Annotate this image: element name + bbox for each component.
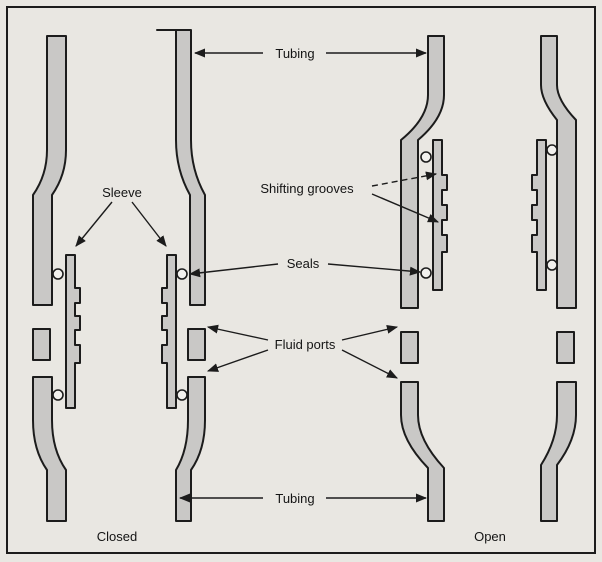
- fluid-ports-arrow-upper-right: [341, 324, 399, 341]
- label-tubing-bottom: Tubing: [275, 491, 314, 506]
- open-right-port-bar: [556, 331, 575, 364]
- seals-arrow-left: [188, 263, 279, 278]
- sleeve-arrow-left: [75, 201, 113, 247]
- fluid-ports-arrow-lower-left: [206, 349, 269, 372]
- open-seal-upper-left: [420, 151, 432, 163]
- seals-arrow-right: [327, 263, 422, 276]
- closed-lower-left-wall: [32, 376, 67, 522]
- closed-upper-left-wall: [32, 35, 67, 306]
- shifting-grooves-arrow-upper: [371, 171, 438, 187]
- open-upper-right-wall: [540, 35, 577, 309]
- closed-right-port-bar: [187, 328, 206, 361]
- fluid-ports-arrow-upper-left: [206, 324, 269, 341]
- label-sleeve: Sleeve: [102, 185, 142, 200]
- closed-lower-right-wall: [175, 376, 206, 522]
- label-seals: Seals: [287, 256, 320, 271]
- label-open: Open: [474, 529, 506, 544]
- label-fluid-ports: Fluid ports: [275, 337, 336, 352]
- open-left-sleeve: [432, 139, 448, 291]
- closed-assembly: [32, 29, 206, 522]
- open-left-port-bar: [400, 331, 419, 364]
- closed-seal-upper-left: [52, 268, 64, 280]
- closed-left-port-bar: [32, 328, 51, 361]
- open-lower-right-wall: [540, 381, 577, 522]
- label-tubing-top: Tubing: [275, 46, 314, 61]
- open-seal-upper-right: [546, 144, 558, 156]
- fluid-ports-arrow-lower-right: [341, 349, 398, 379]
- shifting-grooves-arrow-lower: [371, 193, 440, 223]
- open-seal-lower-right: [546, 259, 558, 271]
- sleeve-arrow-right: [131, 201, 167, 247]
- closed-seal-lower-right: [176, 389, 188, 401]
- closed-seal-upper-right: [176, 268, 188, 280]
- closed-upper-right-wall: [156, 29, 206, 306]
- open-seal-lower-left: [420, 267, 432, 279]
- open-upper-left-wall: [400, 35, 445, 309]
- closed-seal-lower-left: [52, 389, 64, 401]
- open-right-sleeve: [531, 139, 547, 291]
- open-lower-left-wall: [400, 381, 445, 522]
- label-shifting-grooves: Shifting grooves: [260, 181, 354, 196]
- closed-left-sleeve: [65, 254, 81, 409]
- open-assembly: [400, 35, 577, 522]
- figure-frame: [6, 6, 596, 554]
- label-closed: Closed: [97, 529, 137, 544]
- closed-right-sleeve: [161, 254, 177, 409]
